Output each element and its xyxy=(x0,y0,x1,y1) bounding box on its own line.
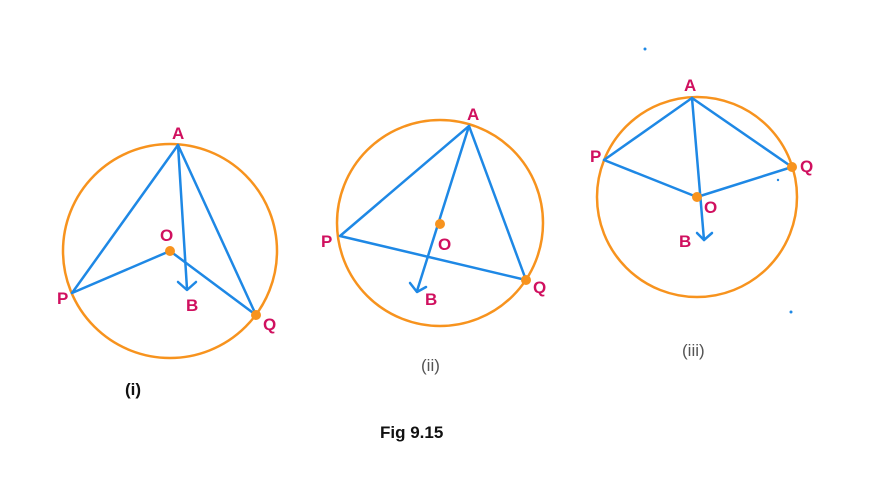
line-ab xyxy=(690,96,706,242)
stray-dot xyxy=(776,178,780,182)
figure-iii: A O P Q B (iii) xyxy=(590,47,813,360)
label-a: A xyxy=(172,124,184,143)
circle xyxy=(595,95,799,299)
label-q: Q xyxy=(263,315,276,334)
label-o: O xyxy=(704,198,717,217)
label-b: B xyxy=(425,290,437,309)
caption-ii: (ii) xyxy=(421,356,440,375)
point-o xyxy=(692,192,702,202)
figure-ii: A O P Q B (ii) xyxy=(321,105,546,375)
arrow-b-icon xyxy=(176,280,198,292)
label-a: A xyxy=(467,105,479,124)
line-ab xyxy=(176,143,189,291)
point-o xyxy=(165,246,175,256)
label-p: P xyxy=(590,147,601,166)
figure-title: Fig 9.15 xyxy=(380,423,443,442)
label-o: O xyxy=(160,226,173,245)
caption-iii: (iii) xyxy=(682,341,705,360)
point-q xyxy=(787,162,797,172)
stray-dot xyxy=(789,310,793,314)
point-q xyxy=(251,310,261,320)
label-o: O xyxy=(438,235,451,254)
point-o xyxy=(435,219,445,229)
label-b: B xyxy=(186,296,198,315)
point-q xyxy=(521,275,531,285)
label-q: Q xyxy=(800,157,813,176)
label-p: P xyxy=(321,232,332,251)
label-a: A xyxy=(684,76,696,95)
figure-i: A O P Q B (i) xyxy=(57,124,279,399)
label-b: B xyxy=(679,232,691,251)
arrow-b-icon xyxy=(695,231,714,242)
triangle-lines xyxy=(338,124,528,282)
label-p: P xyxy=(57,289,68,308)
circle xyxy=(335,118,545,328)
circle xyxy=(61,142,279,360)
label-q: Q xyxy=(533,278,546,297)
caption-i: (i) xyxy=(125,380,141,399)
arrow-b-icon xyxy=(408,281,428,294)
stray-dot xyxy=(643,47,647,51)
line-ab xyxy=(415,124,471,293)
